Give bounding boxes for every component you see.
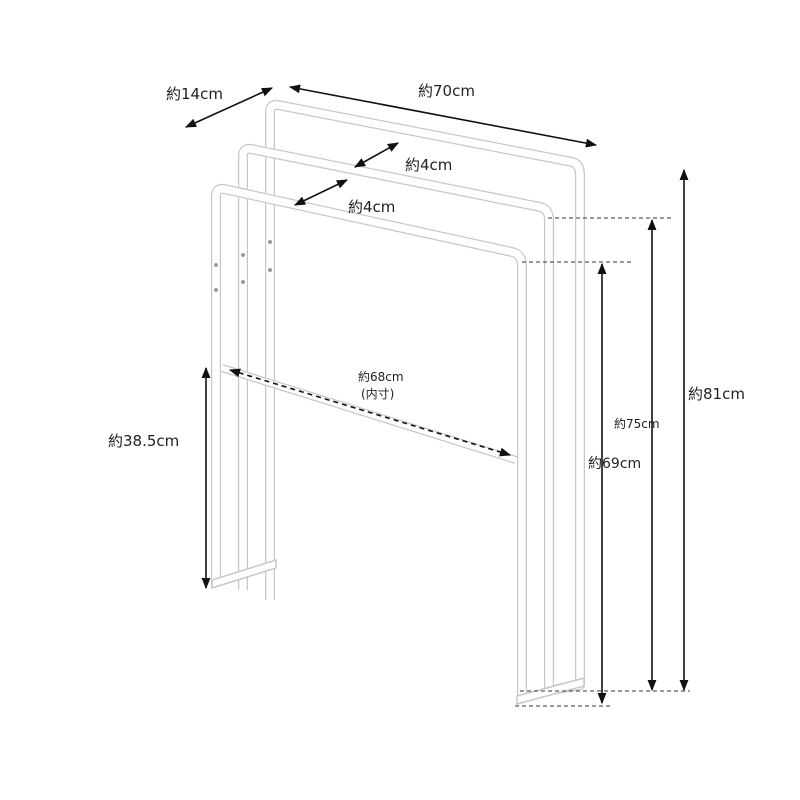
depth-label: 約14cm [166,85,223,103]
spacing-1-label: 約4cm [405,156,452,174]
left-base [211,558,277,590]
inner-width-dimension-line [228,368,512,457]
width-dimension-line [288,84,598,148]
spacing-1-dimension-line [354,142,399,168]
extension-lines [515,217,690,707]
middle-frame [238,143,554,692]
spacing-2-label: 約4cm [348,198,395,216]
front-frame [211,183,527,700]
lower-bar-height-label: 約38.5cm [108,432,179,450]
inner-width-label: 約68cm [358,369,404,384]
total-height-label: 約81cm [688,385,745,403]
middle-height-label: 約75cm [614,416,660,431]
depth-dimension-line [184,87,274,128]
width-label: 約70cm [418,82,475,100]
spacing-2-dimension-line [293,179,349,206]
inner-width-note: (内寸) [361,387,394,401]
screw-holes [214,240,272,292]
front-height-label: 約69cm [588,456,641,472]
